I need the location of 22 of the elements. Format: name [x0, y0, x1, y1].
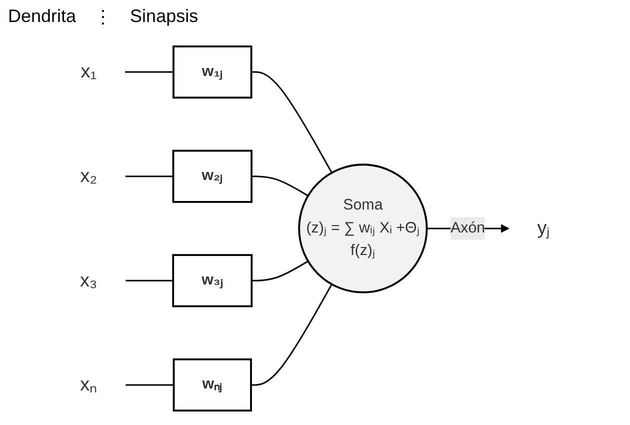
node-circle: Soma (z)ⱼ = ∑ wᵢⱼ Xᵢ +Θⱼ f(z)ⱼ: [298, 163, 428, 293]
connector: [251, 283, 333, 386]
connector: [252, 70, 333, 173]
connector: [125, 70, 174, 72]
connector: [126, 175, 174, 177]
node-box: w₂ⱼ: [172, 149, 253, 202]
connector: [252, 175, 309, 196]
note-label: ⋮: [94, 6, 112, 28]
connector: [126, 279, 174, 281]
node-text: x₂: [80, 165, 98, 186]
node-box: w₃ⱼ: [172, 254, 253, 307]
note-label: Sinapsis: [130, 6, 198, 28]
edge-label: Axón: [450, 219, 486, 236]
note-label: Dendrita: [8, 6, 76, 28]
connector: [252, 260, 309, 281]
node-text: x₁: [80, 61, 97, 82]
connector: [126, 384, 174, 386]
node-text: x₃: [80, 270, 98, 291]
node-text: xₙ: [80, 374, 98, 395]
node-box: w₁ⱼ: [172, 44, 252, 98]
node-text: yⱼ: [537, 218, 550, 238]
node-box: wₙⱼ: [173, 358, 252, 411]
